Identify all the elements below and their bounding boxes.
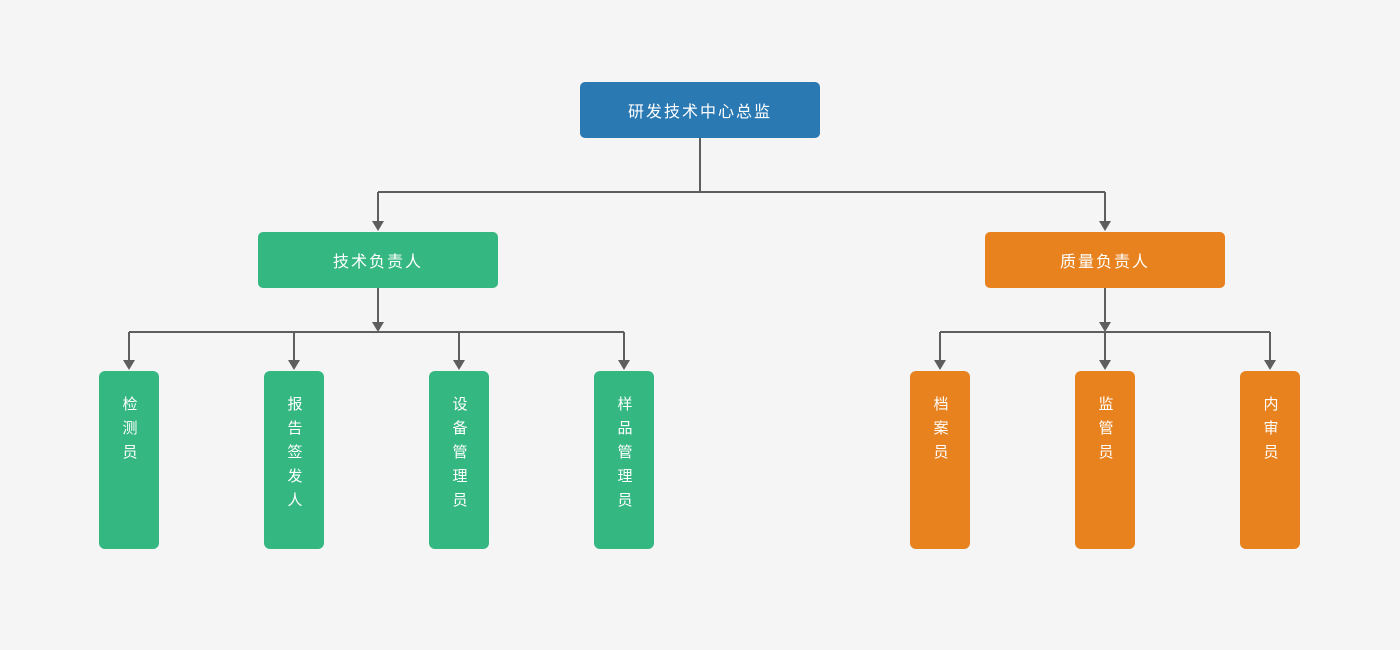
node-internal-auditor: 内审员: [1240, 371, 1300, 549]
arrow-down-icon: [1099, 322, 1111, 332]
node-root-director: 研发技术中心总监: [580, 82, 820, 138]
arrow-down-icon: [1099, 360, 1111, 370]
arrow-down-icon: [453, 360, 465, 370]
node-equipment-manager: 设备管理员: [429, 371, 489, 549]
node-technical-lead: 技术负责人: [258, 232, 498, 288]
arrow-down-icon: [372, 322, 384, 332]
node-technical-lead-label: 技术负责人: [332, 254, 423, 271]
arrow-down-icon: [1264, 360, 1276, 370]
arrow-down-icon: [1099, 221, 1111, 231]
node-archivist: 档案员: [910, 371, 970, 549]
arrow-down-icon: [288, 360, 300, 370]
node-supervisor-label: 监管员: [1096, 396, 1114, 468]
node-supervisor: 监管员: [1075, 371, 1135, 549]
node-archivist-label: 档案员: [931, 396, 949, 468]
node-internal-auditor-label: 内审员: [1261, 396, 1279, 468]
arrow-down-icon: [123, 360, 135, 370]
arrow-down-icon: [934, 360, 946, 370]
node-root-label: 研发技术中心总监: [627, 104, 772, 121]
node-quality-lead: 质量负责人: [985, 232, 1225, 288]
node-equipment-manager-label: 设备管理员: [450, 396, 468, 516]
node-report-issuer-label: 报告签发人: [285, 396, 303, 516]
arrow-down-icon: [618, 360, 630, 370]
node-sample-manager: 样品管理员: [594, 371, 654, 549]
node-inspector-label: 检测员: [120, 396, 138, 468]
node-inspector: 检测员: [99, 371, 159, 549]
arrow-down-icon: [372, 221, 384, 231]
node-quality-lead-label: 质量负责人: [1059, 254, 1150, 271]
node-report-issuer: 报告签发人: [264, 371, 324, 549]
node-sample-manager-label: 样品管理员: [615, 396, 633, 516]
